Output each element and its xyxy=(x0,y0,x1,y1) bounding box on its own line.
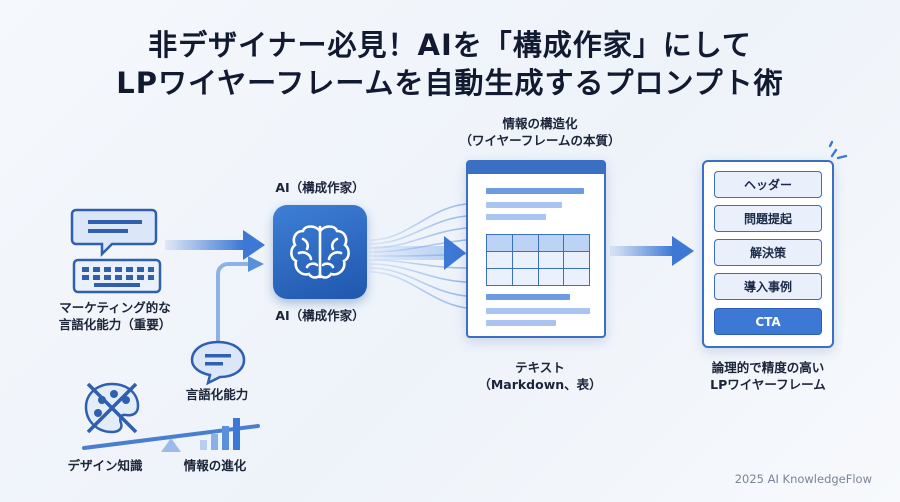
wireframe-section-solution: 解決策 xyxy=(714,239,822,266)
arrow-language-to-ai xyxy=(216,256,264,344)
growth-bars-icon xyxy=(200,418,240,450)
speech-label: 言語化能力 xyxy=(185,387,249,402)
wireframe-section-cases: 導入事例 xyxy=(714,273,822,300)
doc-line xyxy=(486,320,556,326)
speech-bubble-icon xyxy=(190,340,246,386)
wireframe-caption-line1: 論理的で精度の高い xyxy=(711,360,825,375)
brain-icon xyxy=(290,225,350,279)
document-heading-line2: （ワイヤーフレームの本質） xyxy=(459,132,621,148)
info-evolution-label: 情報の進化 xyxy=(183,458,247,473)
title-line-1: 非デザイナー必見！AIを「構成作家」にして xyxy=(148,28,752,62)
doc-line xyxy=(486,202,562,208)
ai-brain-box xyxy=(273,205,367,299)
crossed-palette-icon xyxy=(84,382,140,434)
wireframe-section-header: ヘッダー xyxy=(714,171,822,198)
document-icon xyxy=(466,160,606,338)
title-line-2: LPワイヤーフレームを自動生成するプロンプト術 xyxy=(116,66,784,100)
chat-bubble-icon xyxy=(70,208,158,258)
wireframe-caption-line2: LPワイヤーフレーム xyxy=(710,376,826,392)
wireframe-caption: 論理的で精度の高い LPワイヤーフレーム xyxy=(688,360,848,394)
credit-text: 2025 AI KnowledgeFlow xyxy=(734,472,872,486)
keyboard-caption-line1: マーケティング的な xyxy=(59,300,171,315)
doc-line xyxy=(486,294,570,300)
doc-line xyxy=(486,188,584,194)
document-heading: 情報の構造化 （ワイヤーフレームの本質） xyxy=(455,116,625,150)
arrow-keyboard-to-ai xyxy=(165,230,265,260)
document-heading-line1: 情報の構造化 xyxy=(502,116,578,131)
document-caption: テキスト （Markdown、表） xyxy=(455,360,625,394)
keyboard-icon xyxy=(72,258,162,294)
ai-label-bottom: AI（構成作家） xyxy=(275,308,365,323)
design-knowledge-label: デザイン知識 xyxy=(67,458,143,473)
sparkle-icon xyxy=(828,140,848,160)
doc-line xyxy=(486,308,590,314)
keyboard-caption-line2: 言語化能力（重要） xyxy=(58,316,172,332)
ai-label-top: AI（構成作家） xyxy=(275,180,365,195)
wireframe-section-problem: 問題提起 xyxy=(714,205,822,232)
arrow-document-to-wireframe xyxy=(610,236,694,266)
keyboard-caption: マーケティング的な 言語化能力（重要） xyxy=(45,300,185,334)
wireframe-panel: ヘッダー 問題提起 解決策 導入事例 CTA xyxy=(702,160,834,348)
flow-lines xyxy=(369,203,467,309)
document-top-bar xyxy=(468,162,604,174)
doc-line xyxy=(486,214,546,220)
document-table xyxy=(486,234,590,286)
document-caption-line1: テキスト xyxy=(515,360,565,375)
wireframe-section-cta: CTA xyxy=(714,308,822,335)
document-caption-line2: （Markdown、表） xyxy=(478,376,602,392)
